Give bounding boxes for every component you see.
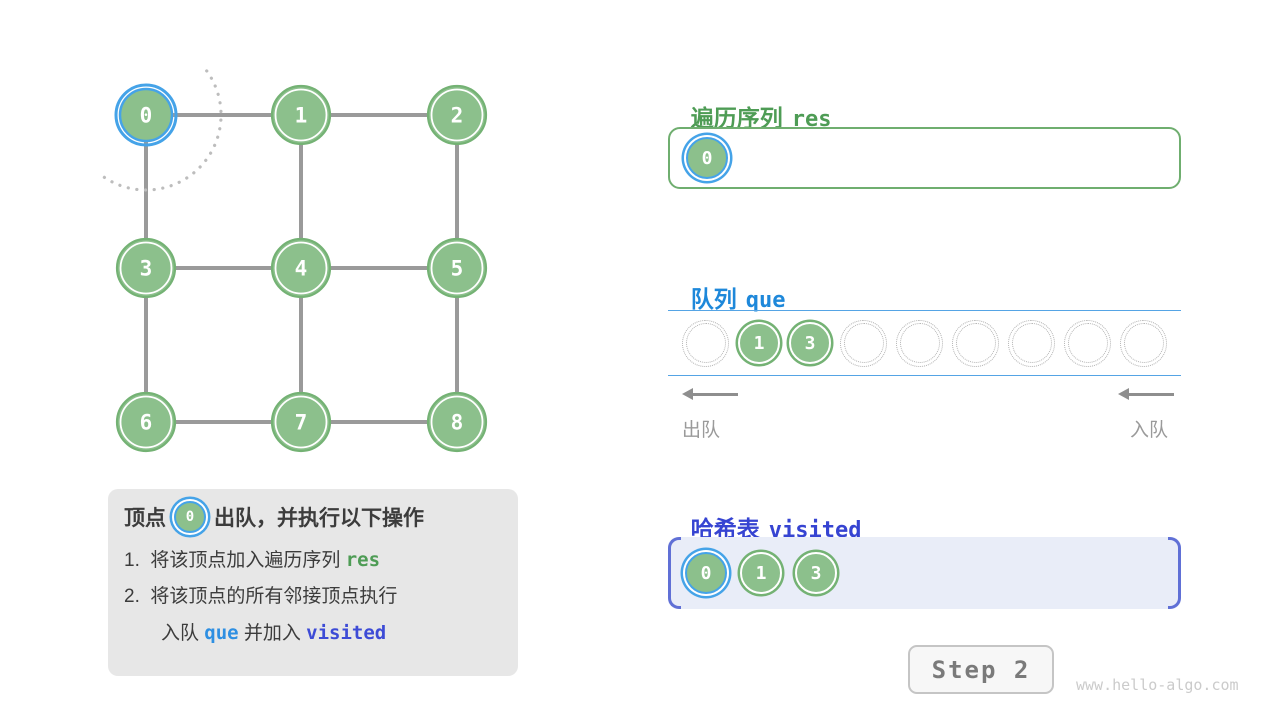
info-title-suffix: 出队，并执行以下操作	[214, 507, 424, 530]
dequeue-label: 出队	[682, 420, 721, 441]
graph-node-4: 4	[270, 237, 332, 299]
node-chip-3: 3	[795, 552, 837, 594]
graph-node-8: 8	[426, 391, 488, 453]
graph-node-6: 6	[115, 391, 177, 453]
graph-node-7: 7	[270, 391, 332, 453]
graph-node-label: 7	[295, 411, 308, 435]
queue-empty-slot-4	[896, 319, 943, 367]
info-title-prefix: 顶点	[124, 507, 166, 530]
dequeue-wave-arc	[99, 69, 223, 192]
graph-node-label: 2	[451, 104, 464, 128]
info-step-line: 1. 将该顶点加入遍历序列 res	[124, 542, 502, 579]
info-node-chip: 0	[174, 501, 206, 533]
queue-title-code: que	[745, 288, 786, 313]
info-step-line: 2. 将该顶点的所有邻接顶点执行	[124, 579, 502, 615]
graph-node-2: 2	[426, 84, 488, 146]
graph-node-label: 0	[140, 104, 153, 128]
info-text: 入队	[161, 623, 205, 644]
inline-code: visited	[306, 622, 387, 644]
node-chip-3: 3	[789, 322, 831, 364]
node-chip-0: 0	[685, 552, 727, 594]
info-text: 1. 将该顶点加入遍历序列	[124, 550, 346, 571]
graph-node-5: 5	[426, 237, 488, 299]
queue-empty-slot-8	[1120, 319, 1167, 367]
queue-section-title: 队列 que	[678, 253, 786, 314]
graph-node-label: 1	[295, 104, 308, 128]
watermark: www.hello-algo.com	[1076, 676, 1239, 694]
graph-node-label: 6	[140, 411, 153, 435]
info-steps-list: 1. 将该顶点加入遍历序列 res 2. 将该顶点的所有邻接顶点执行入队 que …	[124, 542, 502, 652]
queue-empty-slot-3	[840, 319, 887, 367]
res-title-cn: 遍历序列	[690, 105, 783, 131]
graph-node-label: 8	[451, 411, 464, 435]
visited-left-bracket	[668, 537, 681, 609]
graph-node-label: 3	[140, 257, 153, 281]
queue-empty-slot-6	[1008, 319, 1055, 367]
dequeue-arrow-icon	[682, 388, 738, 400]
node-chip-1: 1	[740, 552, 782, 594]
graph-node-label: 5	[451, 257, 464, 281]
graph-node-3: 3	[115, 237, 177, 299]
visited-right-bracket	[1168, 537, 1181, 609]
enqueue-label: 入队	[1130, 420, 1169, 441]
info-title: 顶点 0 出队，并执行以下操作	[124, 501, 502, 533]
node-chip-1: 1	[738, 322, 780, 364]
graph-panel: 0 1 2 3 4 5 6 7 8	[99, 69, 488, 453]
operation-info-box: 顶点 0 出队，并执行以下操作 1. 将该顶点加入遍历序列 res 2. 将该顶点…	[108, 489, 518, 676]
info-text: 并加入	[238, 623, 307, 644]
step-badge: Step 2	[908, 645, 1054, 694]
graph-node-1: 1	[270, 84, 332, 146]
queue-title-cn: 队列	[690, 286, 737, 312]
queue-empty-slot-5	[952, 319, 999, 367]
queue-empty-slot-0	[682, 319, 729, 367]
info-text: 2. 将该顶点的所有邻接顶点执行	[124, 586, 398, 607]
enqueue-arrow-icon	[1118, 388, 1174, 400]
queue-empty-slot-7	[1064, 319, 1111, 367]
info-step-line: 入队 que 并加入 visited	[124, 615, 502, 652]
inline-code: res	[345, 549, 381, 571]
res-sequence-box: 0	[668, 127, 1181, 189]
graph-node-0: 0	[114, 83, 178, 147]
node-chip-0: 0	[686, 137, 728, 179]
inline-code: que	[204, 622, 239, 644]
graph-node-label: 4	[295, 257, 308, 281]
